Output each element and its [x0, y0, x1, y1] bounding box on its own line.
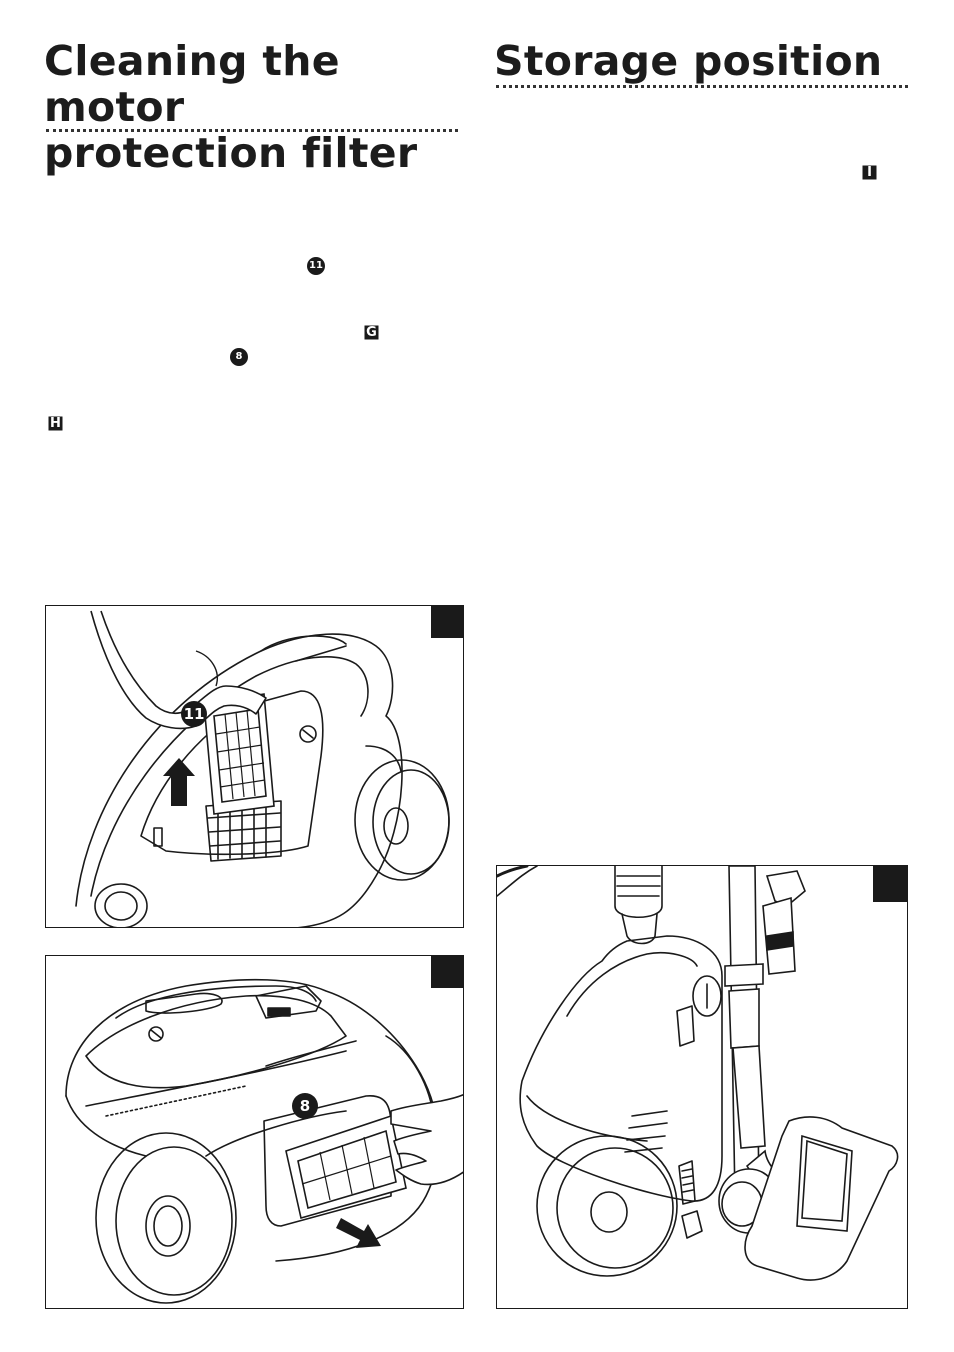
figure-i-storage-position: I — [496, 865, 908, 1309]
title-line-1: Cleaning the motor — [44, 37, 340, 131]
vacuum-filter-illustration — [75, 610, 450, 927]
ref-marker-filter-11: 11 — [307, 257, 325, 275]
section-title-storage: Storage position — [494, 37, 883, 85]
ref-marker-cover-8: 8 — [230, 348, 248, 366]
vacuum-cover-illustration — [65, 978, 463, 1304]
figure-tag-h: H — [431, 606, 463, 638]
section-title-motor-filter: Cleaning the motor protection filter — [44, 38, 464, 176]
figure-g-remove-cover: 8 G — [45, 955, 464, 1309]
callout-cover-8: 8 — [292, 1093, 318, 1119]
ref-marker-figure-g: G — [363, 324, 380, 341]
ref-marker-figure-i: I — [861, 164, 878, 181]
vacuum-storage-illustration — [497, 866, 899, 1281]
title-underline-dotted — [496, 85, 908, 88]
ref-marker-figure-h: H — [47, 415, 64, 432]
figure-tag-i: I — [873, 866, 907, 902]
callout-filter-11: 11 — [181, 701, 207, 727]
figure-tag-g: G — [431, 956, 463, 988]
title-line-2: protection filter — [44, 129, 418, 177]
figure-h-remove-filter: 11 H — [45, 605, 464, 928]
title-underline-dotted — [46, 129, 458, 132]
